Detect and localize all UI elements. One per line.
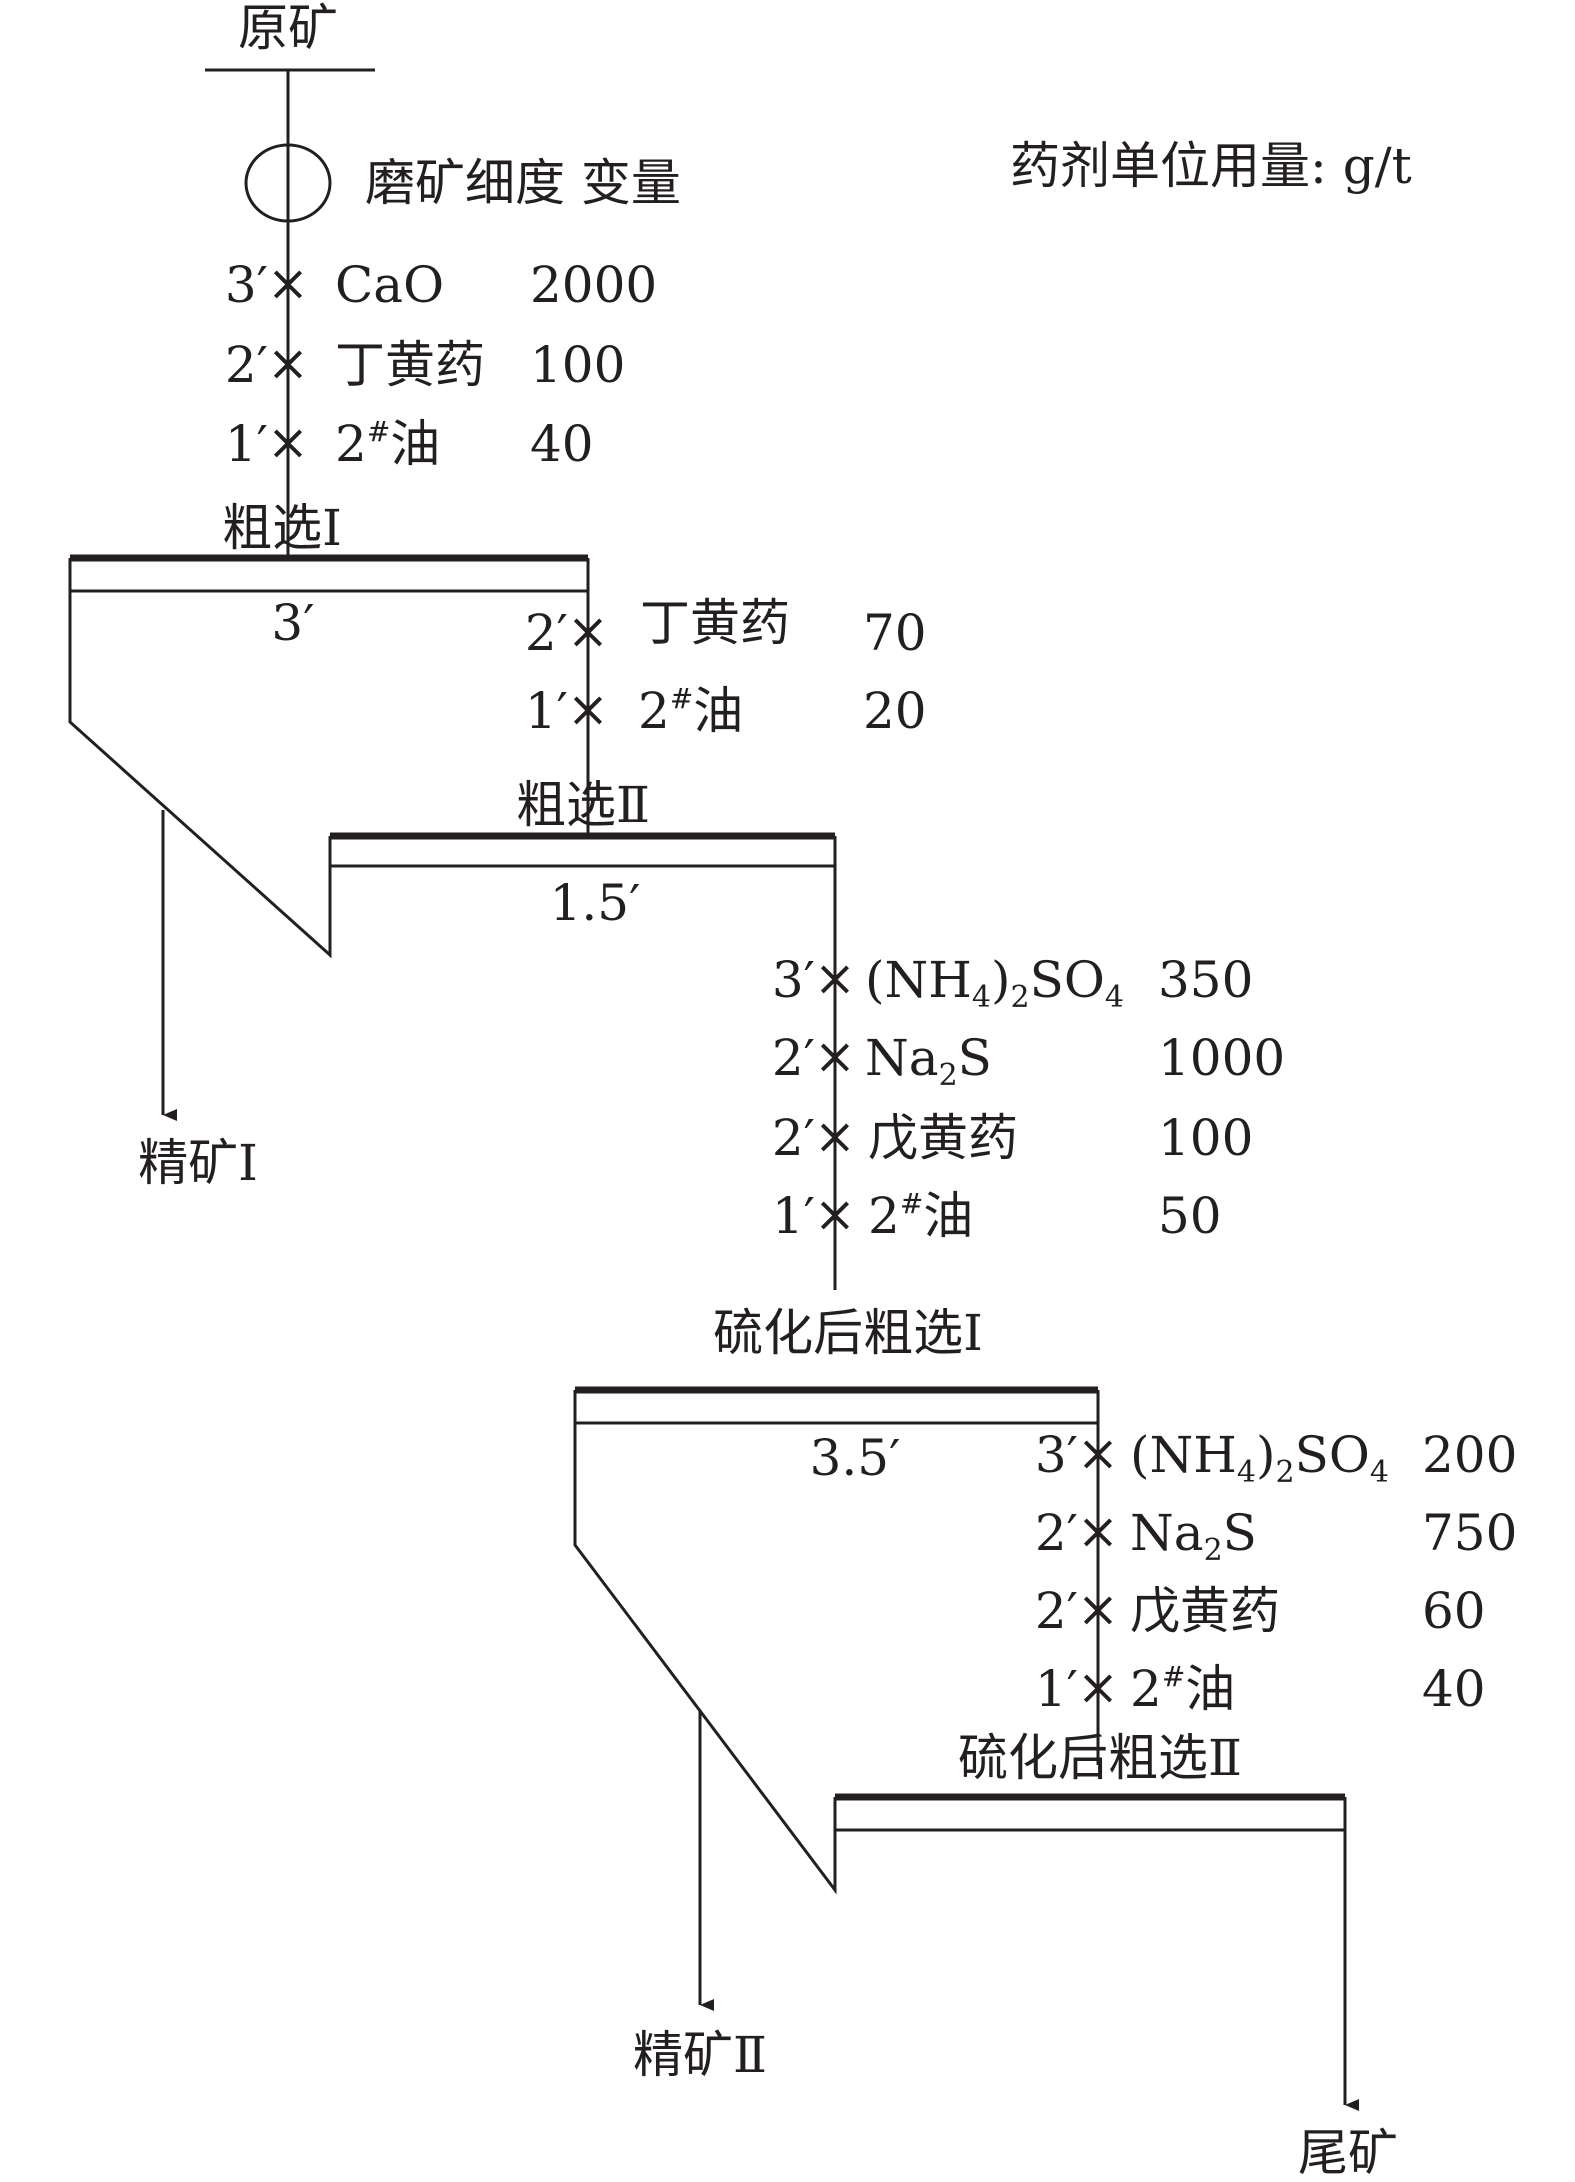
reagent-dose: 40 xyxy=(530,415,594,473)
reagent-time: 3′ xyxy=(1035,1426,1078,1484)
stage2-reagent-list: 2′ × 丁黄药 70 1′ × 2#油 20 xyxy=(525,594,927,740)
reagent-dose: 60 xyxy=(1422,1582,1486,1640)
reagent-name: 丁黄药 xyxy=(335,336,485,394)
stage3-cell xyxy=(573,1390,837,1895)
stage1-label: 粗选Ⅰ xyxy=(222,499,342,557)
reagent-unit-note: 药剂单位用量: g/t xyxy=(1010,137,1412,195)
reagent-cross-mark: × xyxy=(814,1027,856,1085)
reagent-time: 1′ xyxy=(1035,1660,1078,1718)
tailings-label: 尾矿 xyxy=(1298,2124,1398,2182)
concentrate2-label: 精矿Ⅱ xyxy=(633,2026,767,2084)
reagent-time: 2′ xyxy=(225,336,268,394)
reagent-name: (NH4)2SO4 xyxy=(865,951,1124,1015)
reagent-name: Na2S xyxy=(1130,1504,1257,1568)
reagent-cross-mark: × xyxy=(567,680,609,738)
reagent-dose: 100 xyxy=(530,336,625,394)
reagent-cross-mark: × xyxy=(267,254,309,312)
reagent-cross-mark: × xyxy=(267,413,309,471)
stage1-time: 3′ xyxy=(271,594,314,652)
concentrate1-label: 精矿Ⅰ xyxy=(138,1134,258,1192)
reagent-cross-mark: × xyxy=(1077,1658,1119,1716)
reagent-name: 2#油 xyxy=(868,1187,973,1245)
reagent-time: 3′ xyxy=(772,951,815,1009)
reagent-dose: 100 xyxy=(1158,1109,1253,1167)
reagent-name: 戊黄药 xyxy=(868,1109,1018,1167)
stage4-reagent-list: 3′ × (NH4)2SO4 200 2′ × Na2S 750 2′ × 戊黄… xyxy=(1035,1424,1518,1718)
reagent-time: 2′ xyxy=(1035,1582,1078,1640)
reagent-time: 1′ xyxy=(225,415,268,473)
reagent-dose: 2000 xyxy=(530,256,657,314)
reagent-cross-mark: × xyxy=(267,334,309,392)
reagent-dose: 1000 xyxy=(1158,1029,1285,1087)
grinding-mill-circle xyxy=(244,143,332,223)
stage1-reagent-list: 3′ × CaO 2000 2′ × 丁黄药 100 1′ × 2#油 40 xyxy=(225,254,657,473)
reagent-name: CaO xyxy=(335,256,444,314)
stage2-time: 1.5′ xyxy=(550,874,641,932)
reagent-cross-mark: × xyxy=(1077,1502,1119,1560)
reagent-cross-mark: × xyxy=(1077,1580,1119,1638)
feed-label: 原矿 xyxy=(238,0,338,57)
reagent-dose: 70 xyxy=(863,604,927,662)
stage3-label: 硫化后粗选Ⅰ xyxy=(713,1304,983,1362)
reagent-cross-mark: × xyxy=(814,949,856,1007)
reagent-time: 1′ xyxy=(525,682,568,740)
reagent-dose: 200 xyxy=(1422,1426,1517,1484)
stage1-cell xyxy=(68,558,332,959)
reagent-cross-mark: × xyxy=(567,602,609,660)
reagent-cross-mark: × xyxy=(814,1185,856,1243)
reagent-dose: 40 xyxy=(1422,1660,1486,1718)
reagent-dose: 750 xyxy=(1422,1504,1517,1562)
reagent-dose: 350 xyxy=(1158,951,1253,1009)
reagent-name: 2#油 xyxy=(638,682,743,740)
reagent-name: (NH4)2SO4 xyxy=(1130,1426,1389,1490)
stage2-label: 粗选Ⅱ xyxy=(516,776,650,834)
grinding-label: 磨矿细度 变量 xyxy=(365,154,681,212)
reagent-name: 2#油 xyxy=(1130,1660,1235,1718)
stage3-time: 3.5′ xyxy=(810,1429,901,1487)
reagent-time: 2′ xyxy=(525,604,568,662)
reagent-cross-mark: × xyxy=(814,1107,856,1165)
reagent-name: 2#油 xyxy=(335,415,440,473)
reagent-cross-mark: × xyxy=(1077,1424,1119,1482)
stage4-label: 硫化后粗选Ⅱ xyxy=(958,1729,1242,1787)
reagent-name: 丁黄药 xyxy=(640,594,790,652)
reagent-dose: 50 xyxy=(1158,1187,1222,1245)
reagent-time: 1′ xyxy=(772,1187,815,1245)
reagent-time: 3′ xyxy=(225,256,268,314)
reagent-dose: 20 xyxy=(863,682,927,740)
reagent-name: Na2S xyxy=(865,1029,992,1093)
reagent-time: 2′ xyxy=(1035,1504,1078,1562)
reagent-time: 2′ xyxy=(772,1029,815,1087)
stage3-reagent-list: 3′ × (NH4)2SO4 350 2′ × Na2S 1000 2′ × 戊… xyxy=(772,949,1285,1245)
reagent-name: 戊黄药 xyxy=(1130,1582,1280,1640)
reagent-time: 2′ xyxy=(772,1109,815,1167)
